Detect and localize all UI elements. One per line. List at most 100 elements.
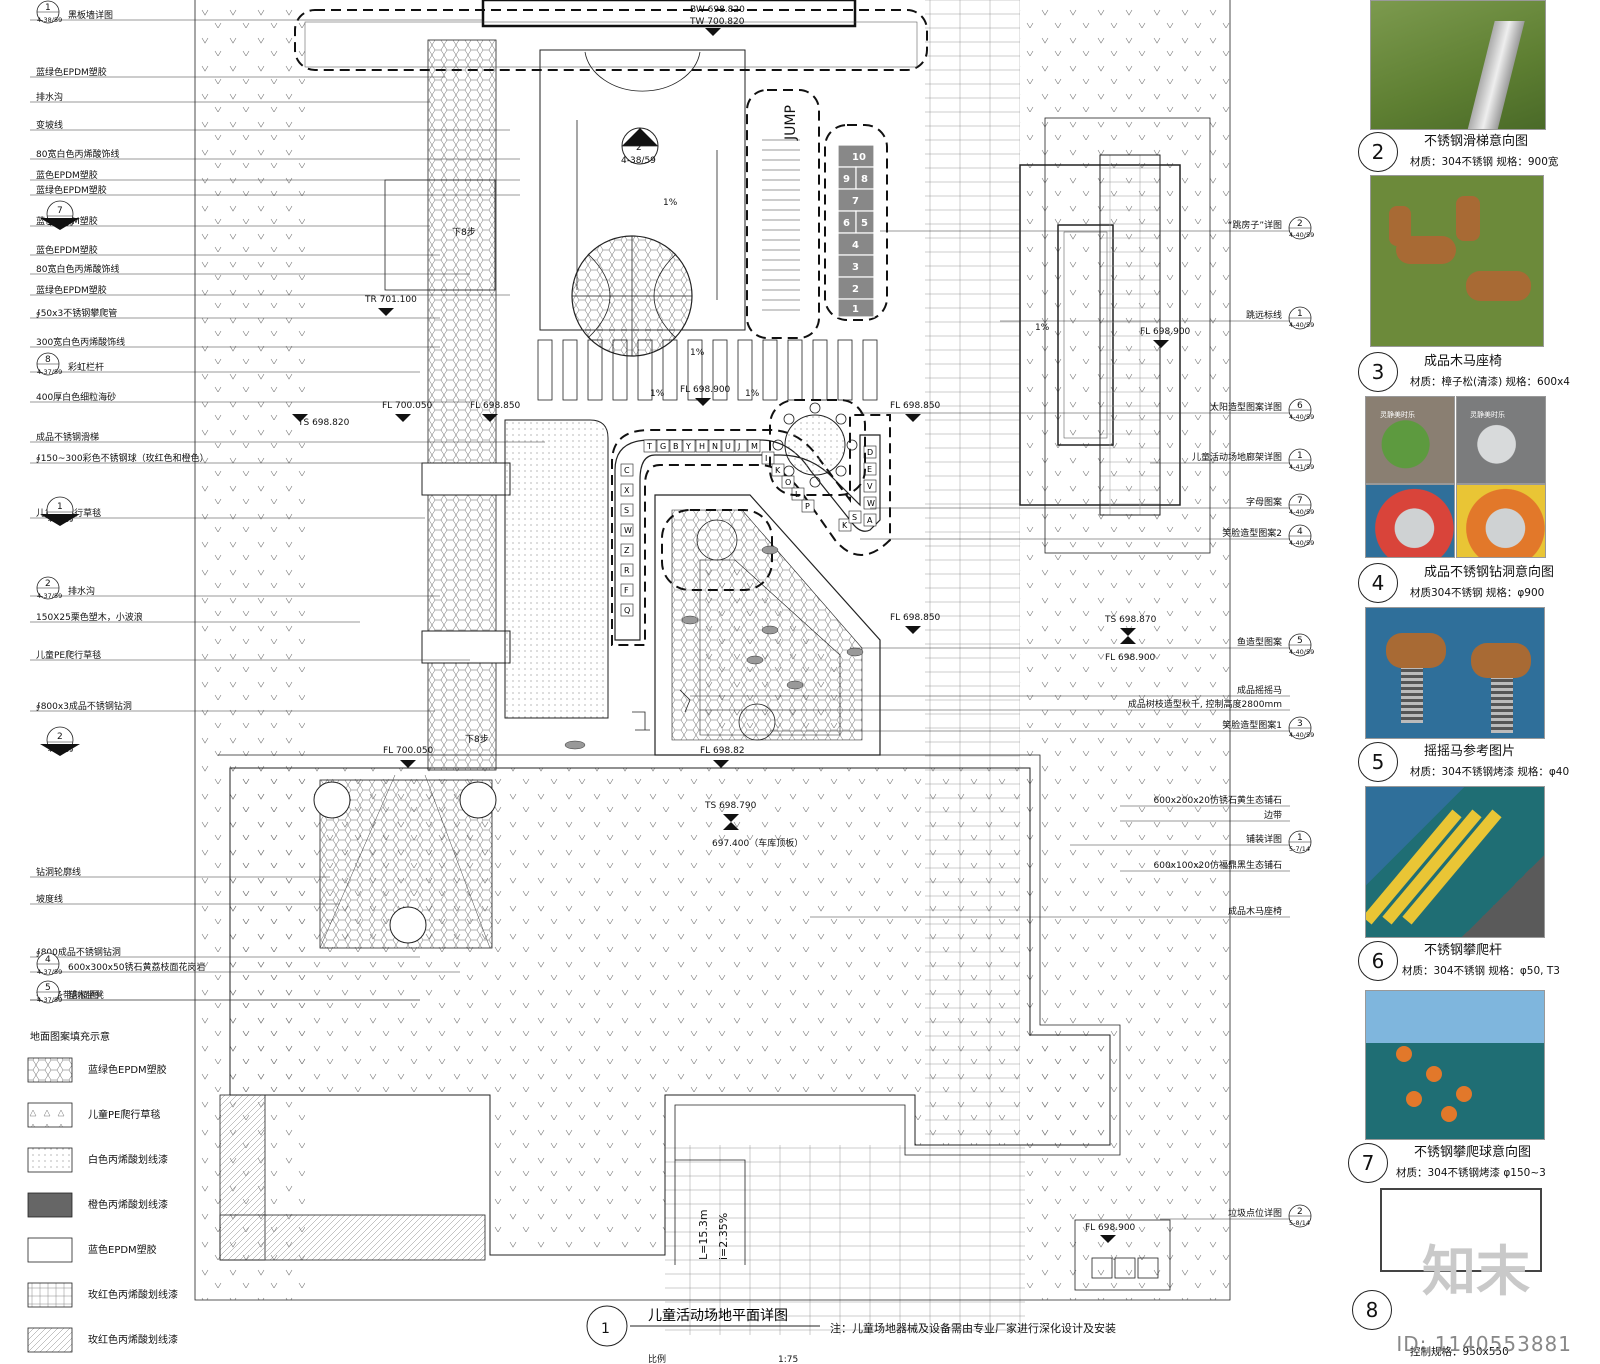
svg-text:M: M — [751, 442, 758, 451]
down-8-steps-a: 下8步 — [452, 227, 476, 238]
left-ref-25: 44-37/59 — [36, 952, 62, 976]
smiley-outline-2 — [661, 509, 773, 591]
blackboard-wall — [481, 0, 857, 28]
right-label-11: 边带 — [1264, 810, 1282, 821]
left-ref-27: 54-37/59 — [36, 980, 62, 1004]
legend-label-5: 玫红色丙烯酸划线漆 — [88, 1288, 178, 1301]
left-ref-0: 14-38/59 — [36, 0, 62, 24]
elev-roof: 697.400（车库顶板） — [712, 837, 803, 849]
gallery-spec-6: 材质：304不锈钢 规格：φ50, T3 — [1402, 965, 1560, 977]
svg-text:4-40/59: 4-40/59 — [1289, 648, 1314, 656]
right-ref-15: 25-8/14 — [1288, 1204, 1312, 1228]
legend-swatch-2 — [27, 1147, 73, 1173]
legend-title: 地面图案填充示意 — [30, 1030, 110, 1043]
legend-label-4: 蓝色EPDM塑胶 — [88, 1243, 157, 1256]
svg-text:6: 6 — [1297, 401, 1303, 411]
left-label-14: 400厚白色细粒海砂 — [36, 391, 116, 403]
elev-tw: TW 700.820 — [689, 17, 745, 27]
svg-text:4-40/59: 4-40/59 — [1289, 508, 1314, 516]
left-label-9: 80宽白色丙烯酸饰线 — [36, 263, 119, 275]
legend-label-2: 白色丙烯酸划线漆 — [88, 1153, 168, 1166]
svg-text:5-8/14: 5-8/14 — [1289, 1219, 1310, 1227]
hopscotch-outline — [824, 124, 888, 321]
sun-rays — [772, 402, 858, 488]
elev-fl3: FL 698.900 — [680, 385, 731, 395]
svg-text:S: S — [852, 513, 857, 522]
right-label-10: 600x200x20仿锈石黄生态铺石 — [1154, 794, 1282, 806]
right-label-4: 字母图案 — [1246, 496, 1282, 508]
gallery-num-8: 8 — [1352, 1290, 1392, 1330]
legend-swatch-3 — [27, 1192, 73, 1218]
left-section-ref-1: 14-36/59 — [40, 496, 80, 526]
left-label-21: ∮800x3成品不锈钢钻洞 — [36, 700, 132, 712]
left-section-ref-0: 74-37/59 — [40, 200, 80, 230]
svg-text:5-7/14: 5-7/14 — [1289, 845, 1310, 853]
svg-text:A: A — [867, 516, 873, 525]
pavilion-outer — [1044, 117, 1211, 554]
letter-tile: R — [620, 563, 634, 577]
down-8-steps-b: 下8步 — [465, 734, 489, 745]
elev-fl10: FL 698.900 — [1085, 1223, 1136, 1233]
left-label-6: 蓝绿色EPDM塑胶 — [36, 184, 107, 196]
left-label-10: 蓝绿色EPDM塑胶 — [36, 284, 107, 296]
legend-swatch-5 — [27, 1282, 73, 1308]
jump-text: JUMP — [783, 105, 799, 141]
legend-label-0: 蓝绿色EPDM塑胶 — [88, 1063, 167, 1076]
photo-wood-horses — [1370, 175, 1544, 347]
ramp-slope: i=2.35% — [717, 1213, 730, 1260]
slide-block-2 — [421, 630, 511, 664]
svg-text:7: 7 — [57, 206, 63, 216]
hop-number: 2 — [852, 284, 859, 295]
gallery-caption-4: 成品不锈钢钻洞意向图 — [1424, 565, 1555, 580]
left-ref-18: 24-37/59 — [36, 576, 62, 600]
right-ref-3: 14-41/59 — [1288, 448, 1314, 472]
left-leader-lines — [30, 19, 545, 1001]
right-label-8: 成品树枝造型秋千, 控制高度2800mm — [1128, 698, 1282, 710]
svg-text:D: D — [867, 448, 873, 457]
elev-fl9: FL 698.82 — [700, 746, 745, 756]
svg-text:4-40/59: 4-40/59 — [1289, 231, 1314, 239]
slope-2: 1% — [690, 348, 705, 358]
install-note: 注：儿童场地器械及设备需由专业厂家进行深化设计及安装 — [830, 1321, 1116, 1335]
jump-ladder-ticks — [762, 139, 800, 311]
letter-tile: W — [620, 523, 634, 537]
svg-text:S: S — [624, 506, 629, 515]
letter-tile: X — [620, 483, 634, 497]
left-label-27: 塑木坐凳 — [68, 989, 104, 1001]
letter-tile: T — [643, 439, 657, 453]
letter-tile: C — [620, 463, 634, 477]
gallery-caption-2: 不锈钢滑梯意向图 — [1424, 134, 1529, 149]
photo-rocking-horse — [1365, 607, 1545, 739]
letter-tile: M — [747, 439, 761, 453]
slope-1: 1% — [663, 198, 678, 208]
left-label-25: 600x300x50锈石黄荔枝面花岗岩 — [68, 961, 205, 973]
letter-tile: K — [838, 518, 852, 532]
svg-text:X: X — [624, 486, 630, 495]
section-ref-2 — [621, 127, 659, 165]
svg-text:T: T — [646, 442, 652, 451]
tunnel-3 — [389, 906, 427, 944]
photo-tunnel-b — [1456, 396, 1546, 484]
slope-lines — [319, 774, 491, 949]
svg-text:4-40/59: 4-40/59 — [1289, 539, 1314, 547]
ramp — [675, 1159, 746, 1265]
gallery-num-7: 7 — [1348, 1143, 1388, 1183]
ramp-length: L=15.3m — [697, 1209, 710, 1260]
svg-text:U: U — [725, 442, 731, 451]
elevation-markers — [292, 28, 1169, 1243]
svg-text:V: V — [867, 482, 873, 491]
title-ref-num: 1 — [601, 1321, 610, 1337]
paving-bottom — [665, 1145, 1025, 1335]
svg-text:P: P — [805, 502, 810, 511]
right-label-1: 跳远标线 — [1246, 309, 1282, 321]
legend-swatch-4 — [27, 1237, 73, 1263]
elev-ts2: TS 698.870 — [1104, 615, 1157, 625]
right-label-13: 600x100x20仿福鼎黑生态铺石 — [1154, 859, 1282, 871]
gallery-num-6: 6 — [1358, 941, 1398, 981]
svg-text:W: W — [624, 526, 632, 535]
photo-tunnel-c — [1365, 484, 1455, 558]
svg-text:E: E — [867, 465, 872, 474]
